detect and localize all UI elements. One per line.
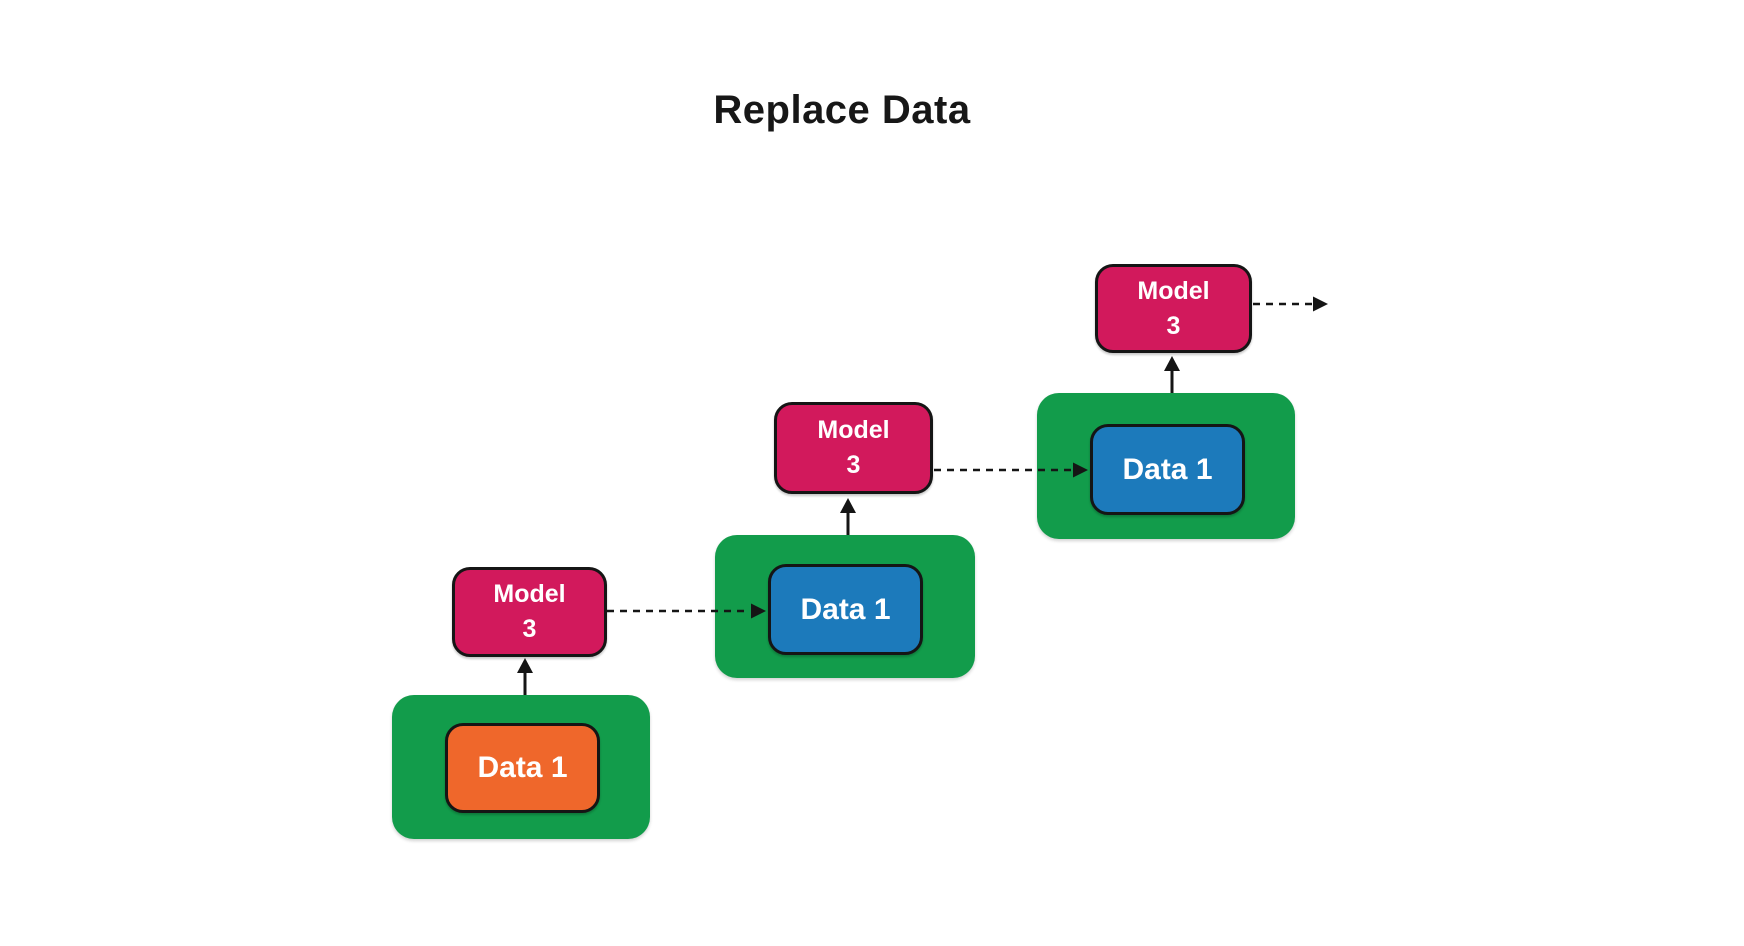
model-3-node: Model 3 xyxy=(1095,264,1252,353)
arrow-data-to-model-stage3 xyxy=(1164,356,1180,393)
arrow-data-to-model-stage2 xyxy=(840,498,856,535)
model-node-label-line2: 3 xyxy=(1166,311,1181,340)
arrow-model-stage3-output xyxy=(1253,296,1328,312)
data-1-node: Data 1 xyxy=(445,723,600,813)
model-node-label-line1: Model xyxy=(1137,276,1210,305)
data-1-node: Data 1 xyxy=(1090,424,1245,515)
arrow-data-to-model-stage1 xyxy=(517,658,533,695)
model-3-node: Model 3 xyxy=(774,402,933,494)
model-node-label-line1: Model xyxy=(817,416,890,444)
arrowhead-up-icon xyxy=(840,498,856,513)
arrowhead-up-icon xyxy=(1164,356,1180,371)
model-3-node: Model 3 xyxy=(452,567,607,657)
model-node-label-line2: 3 xyxy=(846,451,861,479)
diagram-title: Replace Data xyxy=(713,88,971,132)
arrowhead-right-icon xyxy=(1313,296,1328,312)
data-node-label: Data 1 xyxy=(477,751,568,784)
data-node-label: Data 1 xyxy=(1122,452,1213,486)
arrowhead-up-icon xyxy=(517,658,533,673)
model-node-label-line1: Model xyxy=(493,580,566,608)
data-1-node: Data 1 xyxy=(768,564,923,655)
data-node-label: Data 1 xyxy=(800,592,891,626)
model-node-label-line2: 3 xyxy=(522,615,537,643)
